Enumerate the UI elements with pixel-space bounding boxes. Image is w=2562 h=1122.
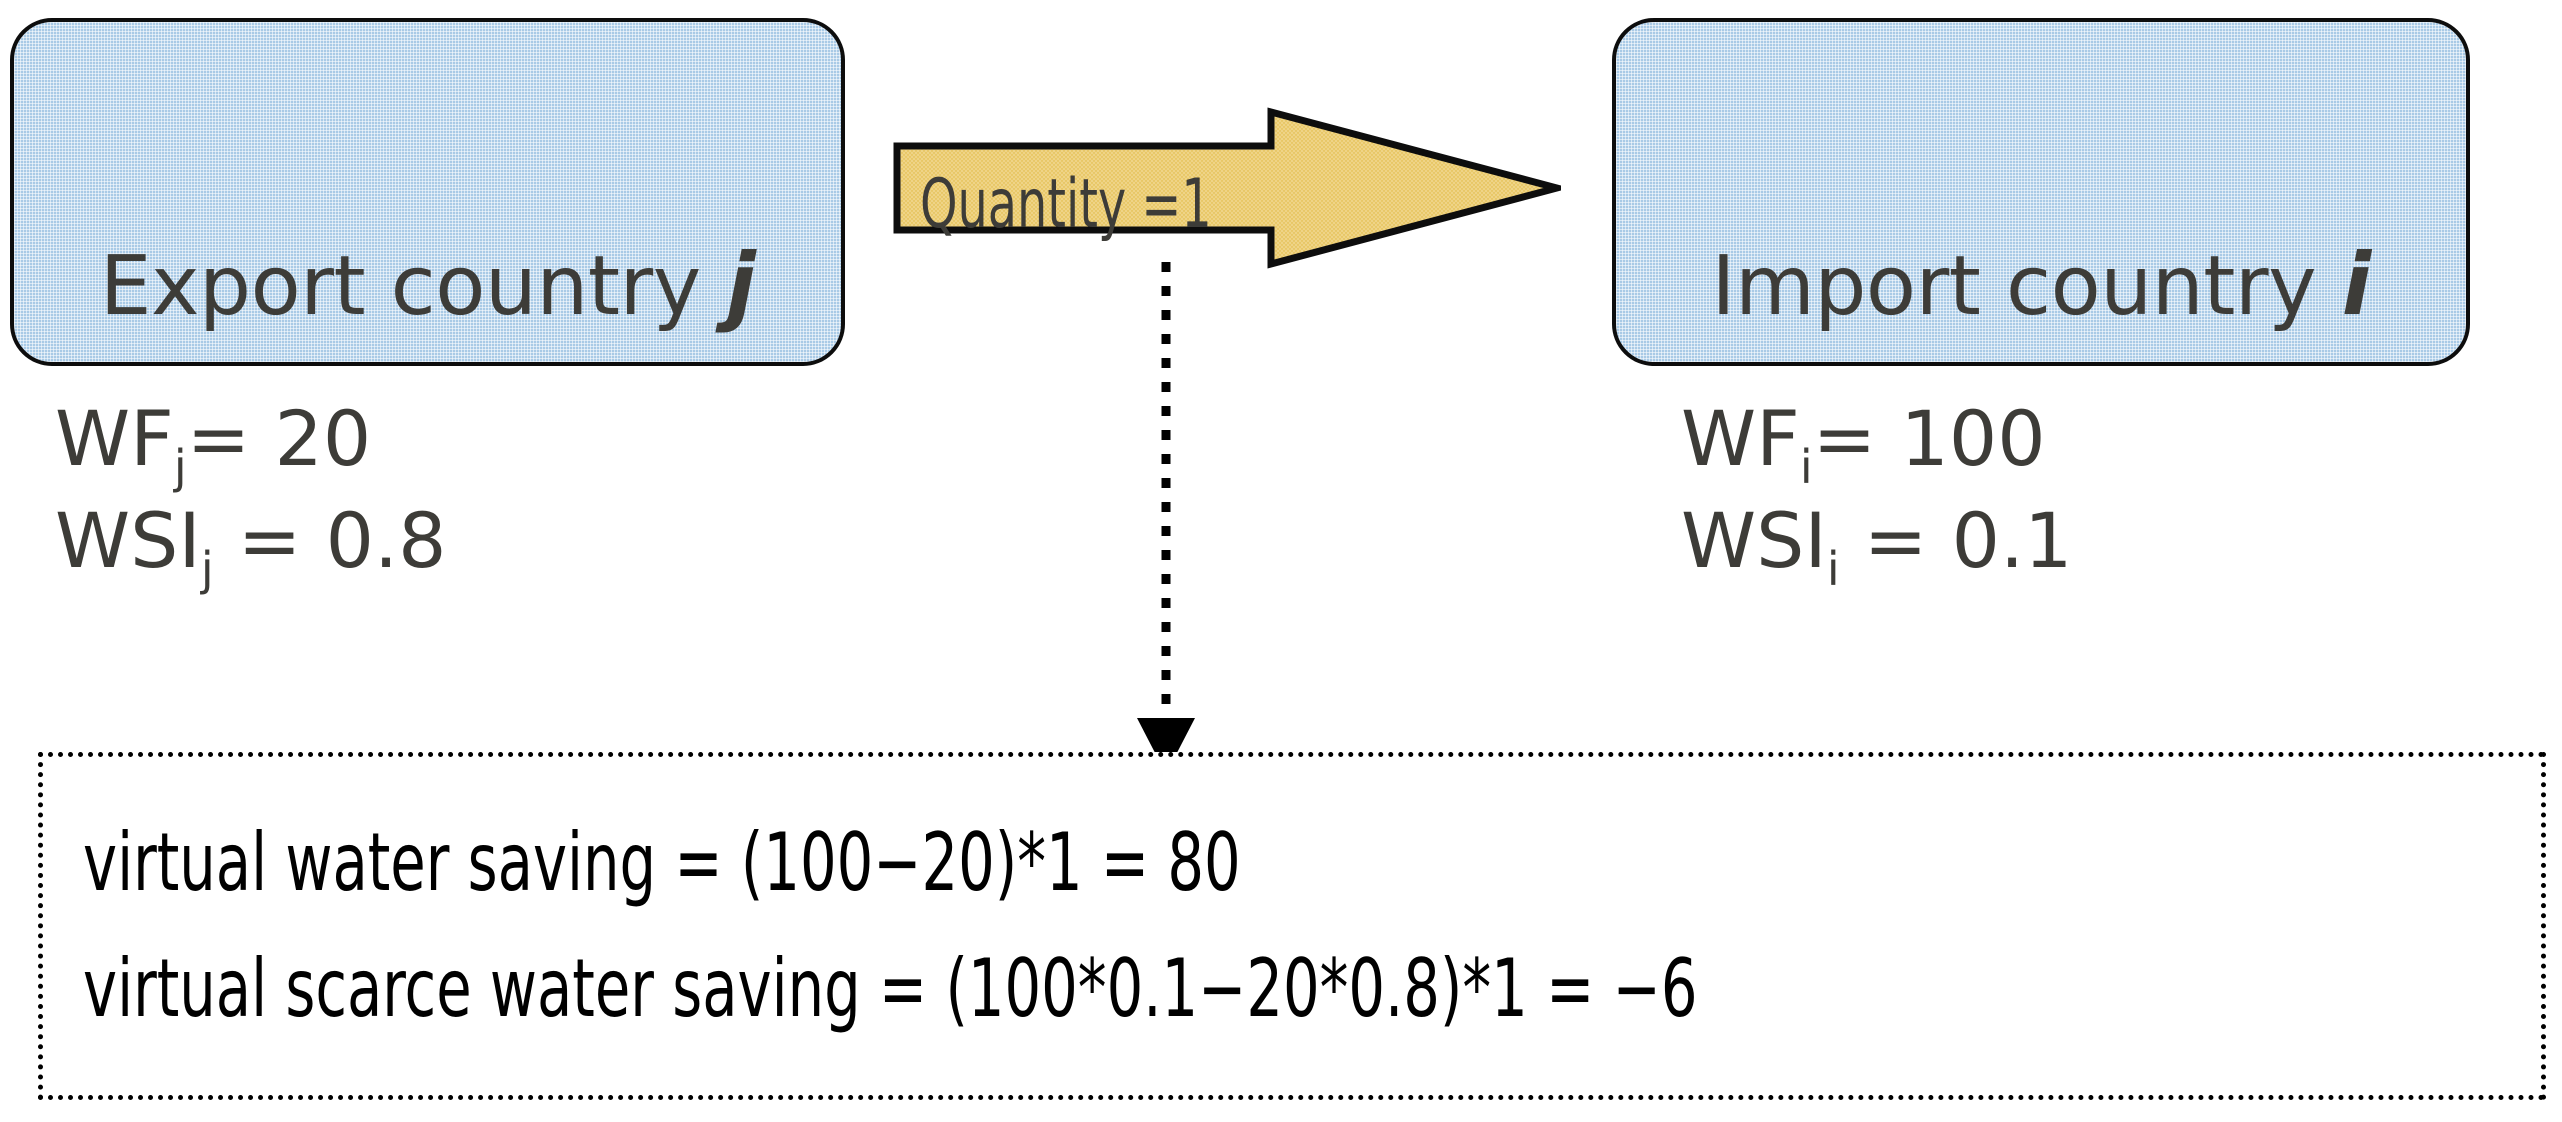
export-country-box[interactable]: Export country j <box>10 18 845 366</box>
import-wf-name: WF <box>1681 394 1800 483</box>
import-country-label: Import country i <box>1711 239 2371 362</box>
result-line-water-saving: virtual water saving = (100−20)*1 = 80 <box>83 816 1241 909</box>
result-panel: virtual water saving = (100−20)*1 = 80 v… <box>38 752 2546 1100</box>
import-country-box[interactable]: Import country i <box>1612 18 2470 366</box>
import-wf-value: = 100 <box>1812 394 2046 483</box>
import-wsi-value: = 0.1 <box>1839 496 2073 585</box>
import-wf-subscript: i <box>1799 440 1813 494</box>
export-wf-value: = 20 <box>186 394 372 483</box>
export-waterfootprint-line: WFj= 20 <box>55 393 446 495</box>
export-wsi-value: = 0.8 <box>213 496 447 585</box>
result-line-scarce-water-saving: virtual scarce water saving = (100*0.1−2… <box>83 942 1698 1035</box>
import-wsi-name: WSI <box>1681 496 1827 585</box>
import-country-stats: WFi= 100 WSIi = 0.1 <box>1681 393 2072 597</box>
import-wsi-line: WSIi = 0.1 <box>1681 495 2072 597</box>
export-wf-name: WF <box>55 394 174 483</box>
import-country-label-text: Import country <box>1711 239 2342 334</box>
quantity-arrow-icon <box>893 100 1561 276</box>
import-waterfootprint-line: WFi= 100 <box>1681 393 2072 495</box>
import-country-symbol: i <box>2341 235 2371 335</box>
export-country-stats: WFj= 20 WSIj = 0.8 <box>55 393 446 597</box>
export-wsi-line: WSIj = 0.8 <box>55 495 446 597</box>
export-country-label: Export country j <box>100 242 756 362</box>
quantity-arrow-label: Quantity =1 <box>920 165 1212 244</box>
export-country-symbol: j <box>726 235 756 335</box>
import-wsi-subscript: i <box>1826 542 1840 596</box>
export-wsi-name: WSI <box>55 496 201 585</box>
export-wf-subscript: j <box>173 440 187 494</box>
export-wsi-subscript: j <box>200 542 214 596</box>
dotted-down-arrow-icon <box>1120 258 1212 778</box>
export-country-label-text: Export country <box>99 239 727 334</box>
